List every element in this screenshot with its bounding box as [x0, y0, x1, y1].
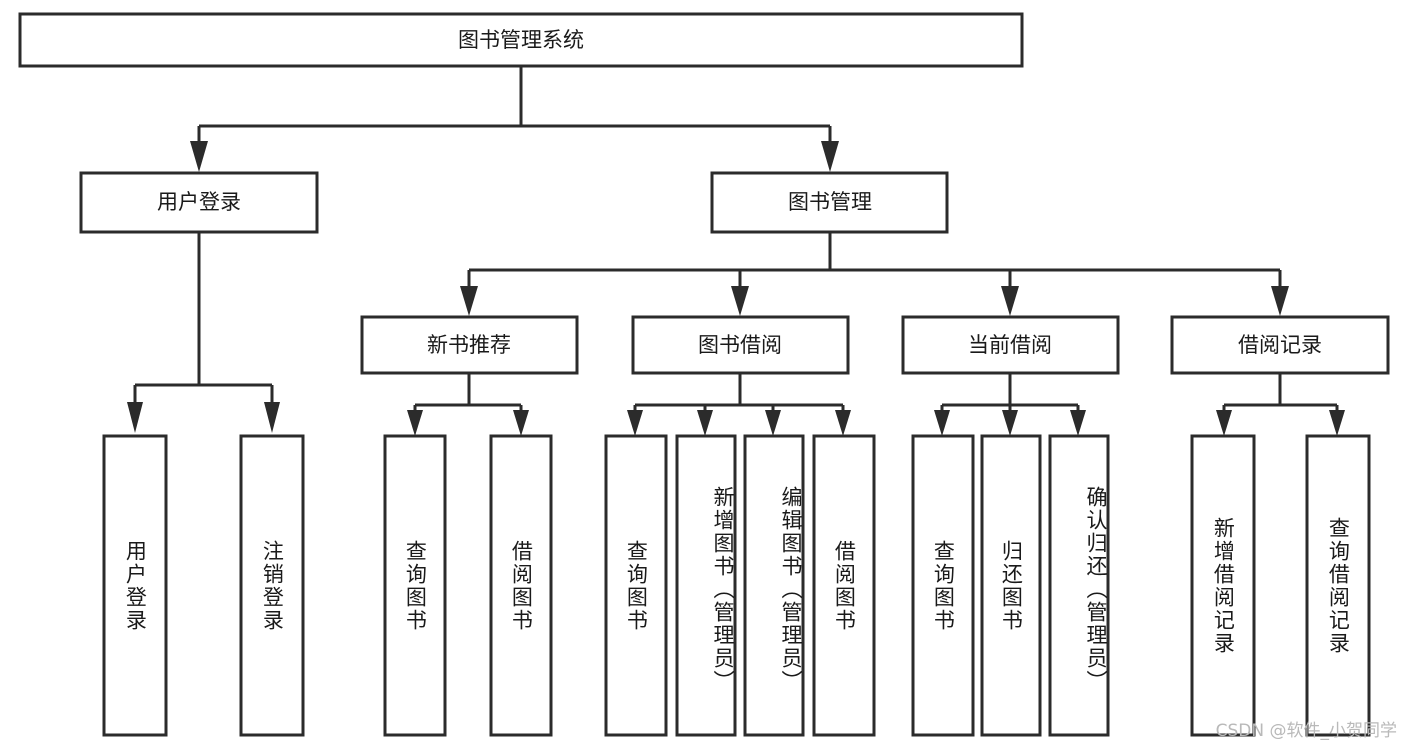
arrow-nbr-leaf1-icon [407, 410, 423, 436]
arrow-bb-leaf2-icon [697, 410, 713, 436]
node-book-management-box[interactable] [710, 171, 949, 234]
node-borrow-record-box[interactable] [1170, 315, 1390, 375]
arrow-nbr-leaf2-icon [513, 410, 529, 436]
arrow-cb-leaf2-icon [1002, 410, 1018, 436]
node-current-borrow-label: 当前借阅 [968, 333, 1052, 357]
node-new-book-recommend-box[interactable] [360, 315, 579, 375]
arrow-new-book-recommend-icon [460, 286, 478, 316]
arrow-br-leaf1-icon [1216, 410, 1232, 436]
node-new-book-recommend-label: 新书推荐 [427, 333, 511, 357]
leaf-box-query-book-3[interactable] [911, 434, 975, 737]
node-book-management-label: 图书管理 [788, 190, 872, 214]
arrow-cb-leaf3-icon [1070, 410, 1086, 436]
node-user-login-label: 用户登录 [157, 190, 241, 214]
leaf-box-confirm-return[interactable] [1048, 434, 1110, 737]
arrow-current-borrow-icon [1001, 286, 1019, 316]
leaf-box-user-login[interactable] [102, 434, 168, 737]
node-current-borrow-box[interactable] [901, 315, 1120, 375]
arrow-leaf-user-logout-icon [264, 402, 280, 433]
node-book-borrow-box[interactable] [631, 315, 850, 375]
leaf-box-edit-book[interactable] [743, 434, 805, 737]
arrow-cb-leaf1-icon [934, 410, 950, 436]
leaf-box-user-logout[interactable] [239, 434, 305, 737]
leaf-box-borrow-book-2[interactable] [812, 434, 876, 737]
arrow-leaf-user-login-icon [127, 402, 143, 433]
leaf-box-add-record[interactable] [1190, 434, 1256, 737]
leaf-box-add-book[interactable] [675, 434, 737, 737]
arrow-br-leaf2-icon [1329, 410, 1345, 436]
arrow-bb-leaf1-icon [627, 410, 643, 436]
arrow-book-borrow-icon [731, 286, 749, 316]
node-root-box[interactable] [18, 12, 1024, 68]
arrow-to-book-management-icon [821, 141, 839, 172]
node-root-label: 图书管理系统 [458, 28, 584, 52]
arrow-to-user-login-icon [190, 141, 208, 172]
csdn-watermark: CSDN @软件_小贺同学 [1215, 721, 1397, 741]
leaf-box-query-record[interactable] [1305, 434, 1371, 737]
leaf-box-query-book-1[interactable] [383, 434, 447, 737]
arrow-bb-leaf4-icon [835, 410, 851, 436]
node-book-borrow-label: 图书借阅 [698, 333, 782, 357]
leaf-box-borrow-book-1[interactable] [489, 434, 553, 737]
arrow-bb-leaf3-icon [765, 410, 781, 436]
leaf-box-query-book-2[interactable] [604, 434, 668, 737]
arrow-borrow-record-icon [1271, 286, 1289, 316]
leaf-box-return-book[interactable] [980, 434, 1042, 737]
node-borrow-record-label: 借阅记录 [1238, 333, 1322, 357]
